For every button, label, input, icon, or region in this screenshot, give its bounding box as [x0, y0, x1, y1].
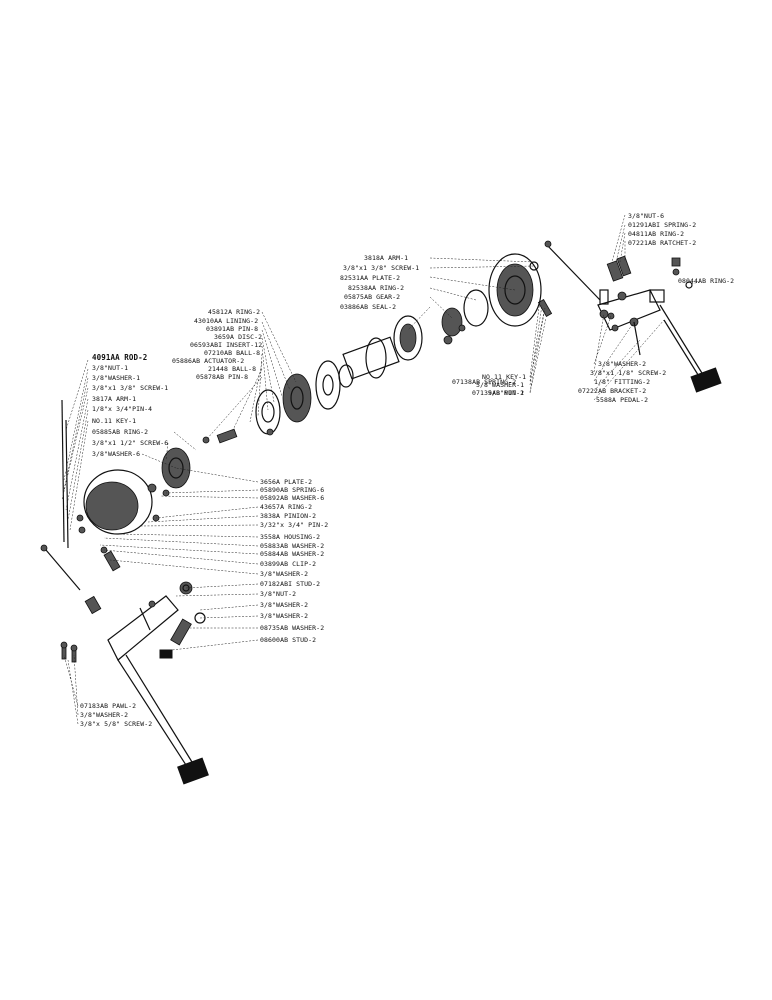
label-pin-2-small: 3/32"x 3/4" PIN-2	[260, 521, 329, 529]
label-pedal-5588: 5588A PEDAL-2	[596, 396, 649, 404]
label-washer-05883: 05883AB WASHER-2	[260, 542, 325, 550]
lower-brake	[76, 447, 191, 572]
label-washer-6: 3/8"WASHER-6	[92, 450, 141, 458]
label-arm-3817: 3817A ARM-1	[92, 395, 137, 403]
label-ring-82538: 82538AA RING-2	[348, 284, 405, 292]
label-seal-03886: 03886AB SEAL-2	[340, 303, 397, 311]
upper-differential	[338, 253, 542, 388]
label-pawl-07183: 07183AB PAWL-2	[80, 702, 137, 710]
upper-brake	[202, 360, 341, 444]
label-washer-08735: 08735AB WASHER-2	[260, 624, 325, 632]
label-stud-07182: 07182ABI STUD-2	[260, 580, 321, 588]
label-washer-05892: 05892AB WASHER-6	[260, 494, 325, 502]
label-screw-2-right: 3/8"x1 1/8" SCREW-2	[590, 369, 667, 377]
label-spring-05890: 05890AB SPRING-6	[260, 486, 325, 494]
label-fitting-2: 1/8" FITTING-2	[594, 378, 651, 386]
label-nut-1-left: 3/8"NUT-1	[92, 364, 129, 372]
label-ratchet-07221: 07221AB RATCHET-2	[628, 239, 697, 247]
label-housing-3558: 3558A HOUSING-2	[260, 533, 321, 541]
label-pinion-3838: 3838A PINION-2	[260, 512, 317, 520]
label-insert-06593: 06593ABI INSERT-12	[190, 341, 263, 349]
label-ring-45812: 45812A RING-2	[208, 308, 261, 316]
label-stud-08600: 08600AB STUD-2	[260, 636, 317, 644]
label-pin-05878: 05878AB PIN-8	[196, 373, 249, 381]
label-clip-03899: 03899AB CLIP-2	[260, 560, 317, 568]
label-nut-6: 3/8"NUT-6	[628, 212, 665, 220]
label-ring-05885: 05885AB RING-2	[92, 428, 149, 436]
label-washer-05884: 05884AB WASHER-2	[260, 550, 325, 558]
label-rod-4091: 4091AA ROD-2	[92, 353, 148, 362]
label-arm-3818: 3818A ARM-1	[364, 254, 409, 262]
label-washer-1-upper: 5/8"WASHER-1	[476, 381, 525, 389]
right-pedal-assembly	[537, 240, 722, 393]
label-key-11: NO.11 KEY-1	[482, 373, 527, 381]
label-washer-2-c: 3/8"WASHER-2	[260, 612, 309, 620]
label-disc-3659: 3659A DISC-2	[214, 333, 263, 341]
label-bracket-07222: 07222AB BRACKET-2	[578, 387, 647, 395]
label-ball-07210: 07210AB BALL-8	[204, 349, 261, 357]
label-screw-1: 3/8"x1 3/8" SCREW-1	[343, 264, 420, 272]
label-actuator-05886: 05886AB ACTUATOR-2	[172, 357, 245, 365]
label-key-11-left: NO.11 KEY-1	[92, 417, 137, 425]
leader-lines	[61, 214, 701, 725]
label-gear-05875: 05875AB GEAR-2	[344, 293, 401, 301]
label-pin-07139: 07139AB PIN-2	[472, 389, 525, 397]
label-screw-6: 3/8"x1 1/2" SCREW-6	[92, 439, 169, 447]
label-washer-2-bottom: 3/8"WASHER-2	[80, 711, 129, 719]
label-ball-21448: 21448 BALL-8	[208, 365, 257, 373]
label-washer-2-right: 3/8"WASHER-2	[598, 360, 647, 368]
label-ring-43657: 43657A RING-2	[260, 503, 313, 511]
label-spring-01291: 01291ABI SPRING-2	[628, 221, 697, 229]
label-nut-1-upper: 5/8"NUT-1	[488, 389, 525, 397]
label-plate-82531: 82531AA PLATE-2	[340, 274, 401, 282]
label-lining-43010: 43010AA LINING-2	[194, 317, 259, 325]
label-ring-08044: 08044AB RING-2	[678, 277, 735, 285]
label-screw-2-bottom: 3/8"x 5/8" SCREW-2	[80, 720, 153, 728]
label-plate-3656: 3656A PLATE-2	[260, 478, 313, 486]
label-washer-2-b: 3/8"WASHER-2	[260, 601, 309, 609]
label-washer-1-left: 3/8"WASHER-1	[92, 374, 141, 382]
label-screw-1-left: 3/8"x1 3/8" SCREW-1	[92, 384, 169, 392]
label-nut-2: 3/8"NUT-2	[260, 590, 297, 598]
label-pin-03891: 03891AB PIN-8	[206, 325, 259, 333]
label-washer-2-a: 3/8"WASHER-2	[260, 570, 309, 578]
label-spring-07138: 07138AB SPRING-2	[452, 378, 517, 386]
lower-pedal-assembly	[40, 399, 209, 785]
label-ring-04811: 04811AB RING-2	[628, 230, 685, 238]
label-pin-4: 1/8"x 3/4"PIN-4	[92, 405, 153, 413]
